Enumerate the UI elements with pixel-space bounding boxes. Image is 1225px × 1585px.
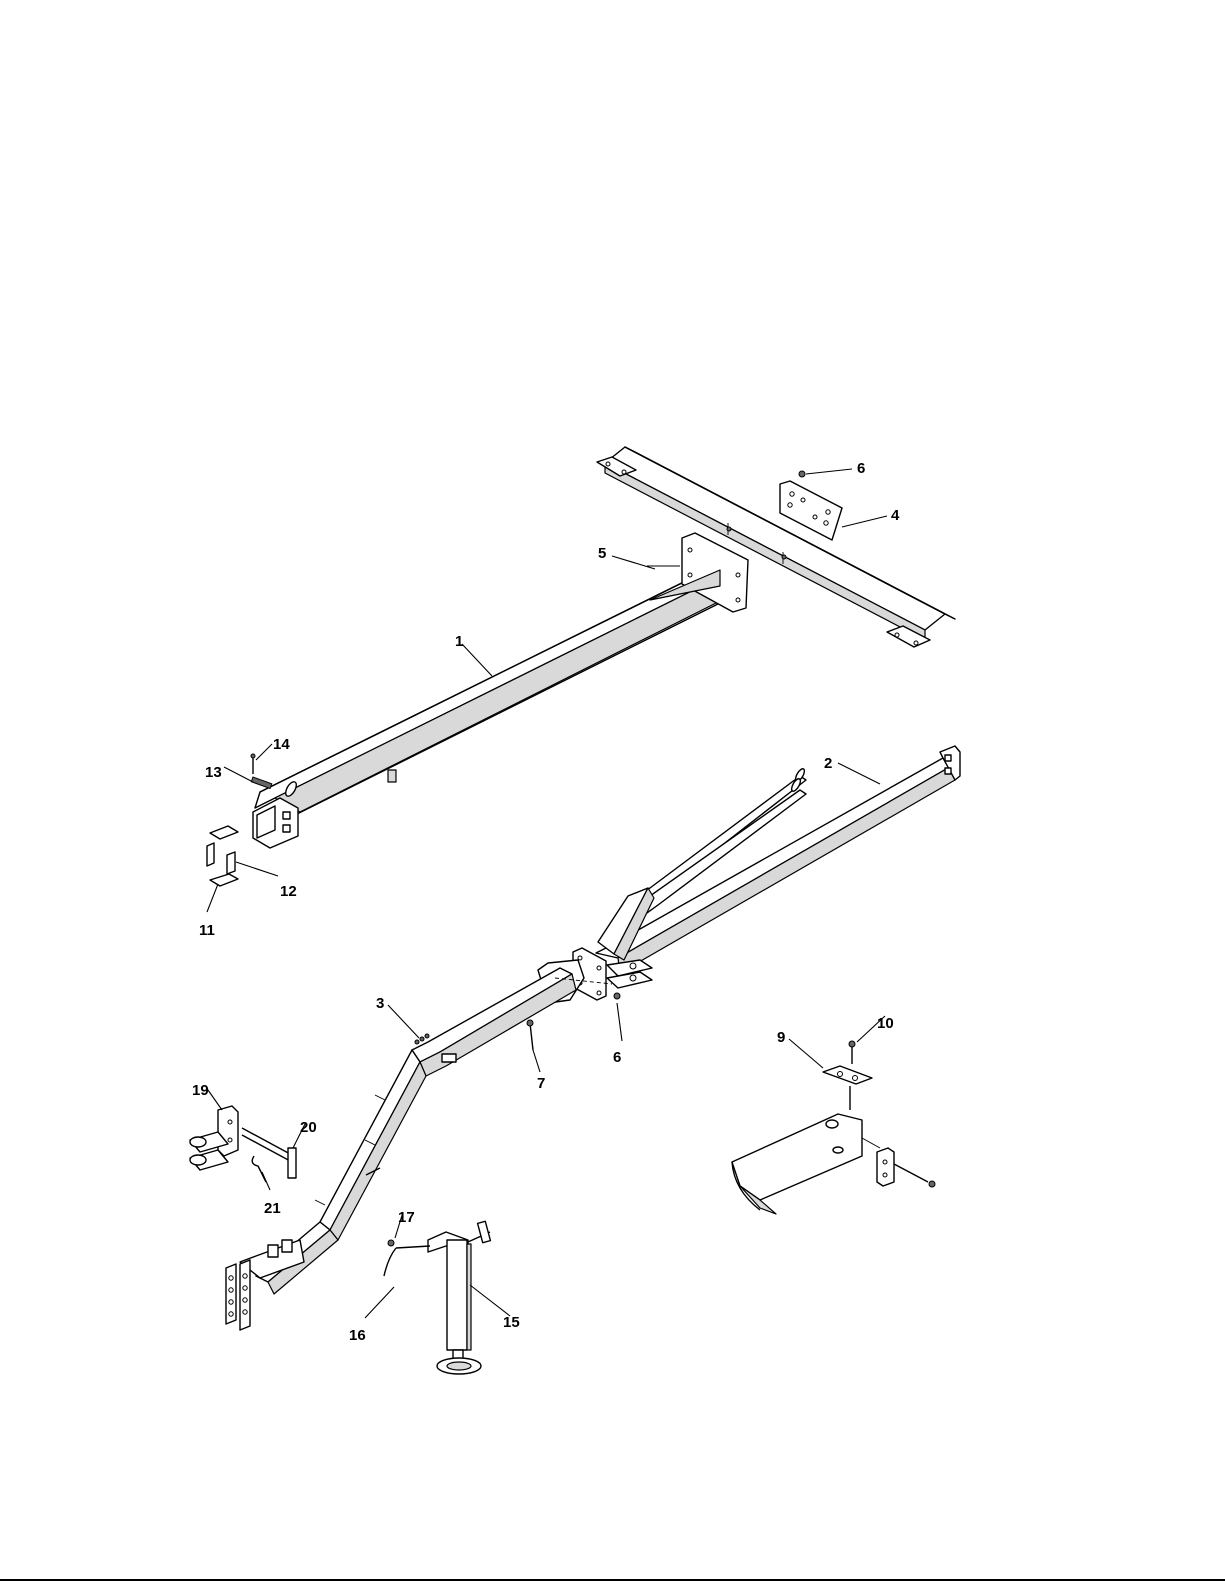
- clevis-assembly: [190, 1106, 296, 1182]
- mount-detail: [732, 1041, 935, 1214]
- callout-13: 13: [205, 764, 222, 781]
- bolt: [527, 1020, 533, 1050]
- callout-5: 5: [598, 545, 606, 562]
- jack-stand: [384, 1221, 490, 1374]
- mounting-plate: [780, 471, 842, 540]
- tongue: [226, 960, 584, 1330]
- callout-9: 9: [777, 1029, 785, 1046]
- callout-4: 4: [891, 507, 900, 524]
- callout-17: 17: [398, 1209, 415, 1226]
- rear-beam: [573, 746, 960, 1000]
- callout-10: 10: [877, 1015, 894, 1032]
- callout-3: 3: [376, 995, 384, 1012]
- callout-7: 7: [537, 1075, 545, 1092]
- callout-11: 11: [199, 922, 215, 939]
- main-beam: [253, 533, 748, 848]
- wear-pads: [207, 826, 238, 886]
- callout-6-bottom: 6: [613, 1049, 621, 1066]
- callout-2: 2: [824, 755, 832, 772]
- callout-labels: 1 2 3 4 5 6 6 7 9 10 11 12 13 14 15 16 1…: [192, 460, 900, 1344]
- callout-19: 19: [192, 1082, 209, 1099]
- callout-leaders: [207, 469, 887, 1318]
- callout-12: 12: [280, 883, 297, 900]
- callout-21: 21: [264, 1200, 281, 1217]
- callout-6-top: 6: [857, 460, 865, 477]
- callout-14: 14: [273, 736, 290, 753]
- callout-1: 1: [455, 633, 463, 650]
- callout-16: 16: [349, 1327, 366, 1344]
- pin-assembly: [251, 754, 272, 789]
- callout-15: 15: [503, 1314, 520, 1331]
- bottom-rule: [0, 1579, 1225, 1581]
- callout-20: 20: [300, 1119, 317, 1136]
